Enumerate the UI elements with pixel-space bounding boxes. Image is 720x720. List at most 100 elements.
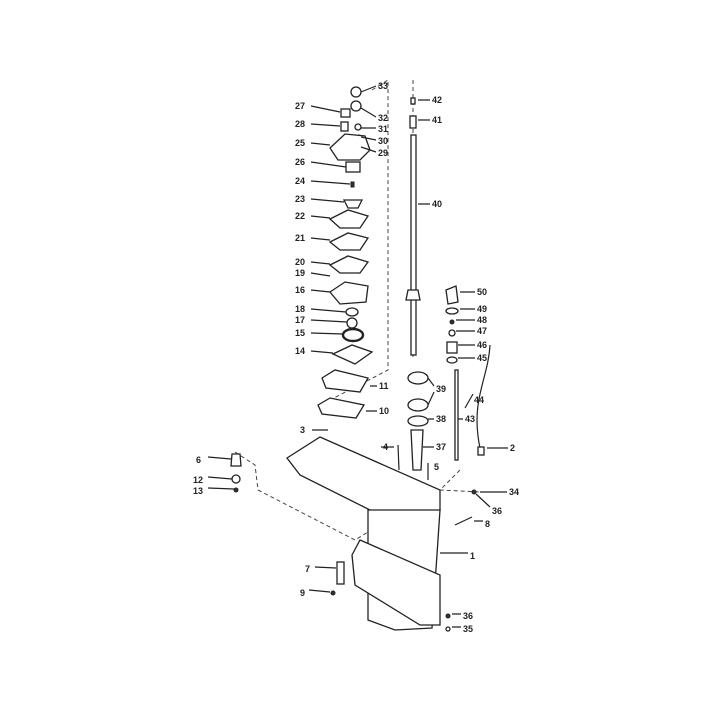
label-43: 43 xyxy=(465,414,475,424)
label-2: 2 xyxy=(510,443,515,453)
label-39: 39 xyxy=(436,384,446,394)
label-36-upper: 36 xyxy=(492,506,502,516)
part-45 xyxy=(446,356,458,364)
label-41: 41 xyxy=(432,115,442,125)
label-5: 5 xyxy=(434,462,439,472)
part-40 xyxy=(410,134,417,356)
label-14: 14 xyxy=(295,346,305,356)
part-33 xyxy=(350,86,362,98)
part-16 xyxy=(329,281,369,305)
part-35 xyxy=(445,626,451,632)
part-48 xyxy=(449,319,455,325)
label-44: 44 xyxy=(474,395,484,405)
part-8 xyxy=(454,516,473,526)
part-13 xyxy=(233,487,239,493)
part-6 xyxy=(230,453,242,467)
label-12: 12 xyxy=(193,475,203,485)
label-36-lower: 36 xyxy=(463,611,473,621)
part-27 xyxy=(340,108,351,118)
label-4: 4 xyxy=(383,442,388,452)
label-21: 21 xyxy=(295,233,305,243)
label-22: 22 xyxy=(295,211,305,221)
label-10: 10 xyxy=(379,406,389,416)
label-7: 7 xyxy=(305,564,310,574)
part-20 xyxy=(328,255,370,274)
label-33: 33 xyxy=(378,81,388,91)
label-9: 9 xyxy=(300,588,305,598)
label-32: 32 xyxy=(378,113,388,123)
part-50 xyxy=(445,285,459,305)
part-47 xyxy=(448,329,456,337)
label-30: 30 xyxy=(378,136,388,146)
label-1: 1 xyxy=(470,551,475,561)
label-18: 18 xyxy=(295,304,305,314)
label-15: 15 xyxy=(295,328,305,338)
label-20: 20 xyxy=(295,257,305,267)
part-2 xyxy=(477,446,485,456)
assembly-line-pump xyxy=(329,79,389,401)
part-12 xyxy=(231,474,241,484)
assembly-line-shift xyxy=(438,469,481,493)
label-8: 8 xyxy=(485,519,490,529)
label-25: 25 xyxy=(295,138,305,148)
label-3: 3 xyxy=(300,425,305,435)
label-17: 17 xyxy=(295,315,305,325)
label-49: 49 xyxy=(477,304,487,314)
part-28 xyxy=(340,121,349,132)
label-38: 38 xyxy=(436,414,446,424)
part-14 xyxy=(331,344,374,365)
part-26 xyxy=(345,161,361,173)
label-50: 50 xyxy=(477,287,487,297)
part-labels: 33 42 27 32 41 28 31 25 30 29 26 24 23 4… xyxy=(193,81,519,634)
label-13: 13 xyxy=(193,486,203,496)
part-2-cable xyxy=(476,344,491,449)
label-11: 11 xyxy=(379,381,389,391)
label-28: 28 xyxy=(295,119,305,129)
part-36a xyxy=(471,489,477,495)
part-17 xyxy=(346,317,358,329)
part-43 xyxy=(454,369,459,461)
leader-lines xyxy=(207,85,508,628)
label-16: 16 xyxy=(295,285,305,295)
label-26: 26 xyxy=(295,157,305,167)
label-29: 29 xyxy=(378,148,388,158)
part-4 xyxy=(397,444,400,471)
part-37 xyxy=(410,429,424,471)
part-36b xyxy=(445,613,451,619)
label-24: 24 xyxy=(295,176,305,186)
part-9 xyxy=(330,590,336,596)
label-45: 45 xyxy=(477,353,487,363)
shift-parts xyxy=(445,285,459,364)
label-31: 31 xyxy=(378,124,388,134)
part-15 xyxy=(341,327,365,343)
driveshaft-parts xyxy=(405,97,491,471)
gearcase-parts xyxy=(230,369,477,632)
part-42 xyxy=(410,97,416,105)
part-32 xyxy=(350,100,362,112)
part-10 xyxy=(317,397,366,419)
label-27: 27 xyxy=(295,101,305,111)
label-47: 47 xyxy=(477,326,487,336)
part-39 xyxy=(407,371,429,385)
part-1-plate xyxy=(351,539,441,626)
part-7 xyxy=(336,561,345,585)
label-48: 48 xyxy=(477,315,487,325)
part-46 xyxy=(446,341,458,354)
part-18 xyxy=(345,307,359,317)
part-23 xyxy=(342,199,364,209)
part-38 xyxy=(407,415,429,427)
label-40: 40 xyxy=(432,199,442,209)
label-37: 37 xyxy=(436,442,446,452)
part-41 xyxy=(409,115,417,129)
label-6: 6 xyxy=(196,455,201,465)
label-23: 23 xyxy=(295,194,305,204)
part-11 xyxy=(321,369,369,393)
part-22 xyxy=(328,209,370,229)
part-49 xyxy=(445,307,459,315)
part-44 xyxy=(464,393,474,409)
label-35: 35 xyxy=(463,624,473,634)
label-34: 34 xyxy=(509,487,519,497)
label-42: 42 xyxy=(432,95,442,105)
